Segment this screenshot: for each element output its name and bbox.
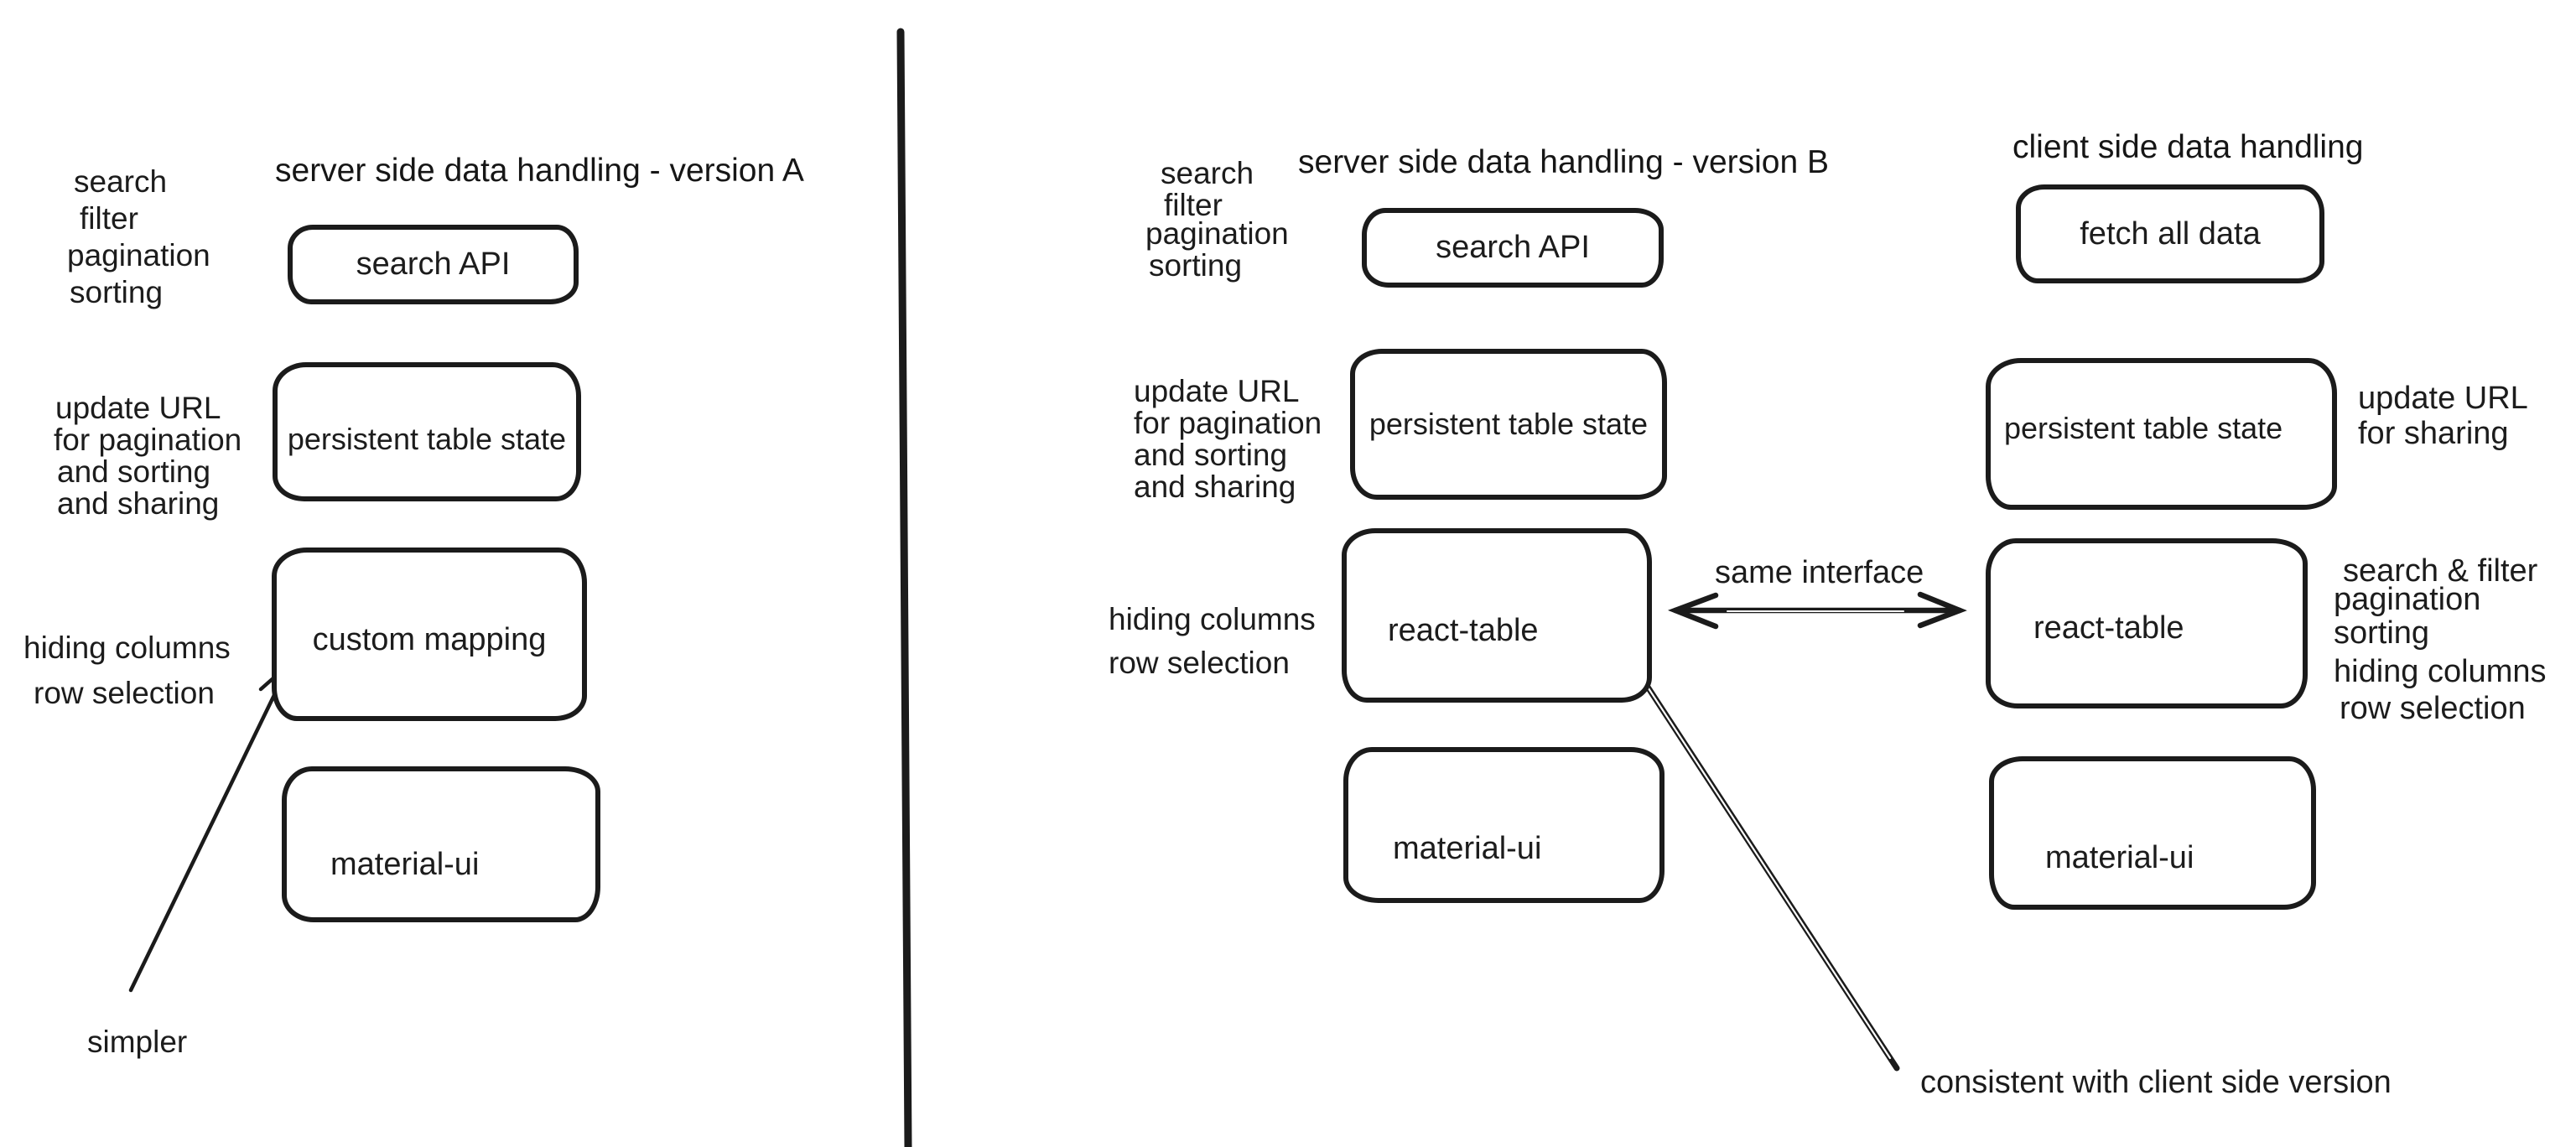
label-update-url-b-4: and sharing xyxy=(1134,470,1296,504)
label-pagination-b: pagination xyxy=(1145,216,1289,251)
label-filter-a: filter xyxy=(80,201,138,236)
box-custom-mapping-label: custom mapping xyxy=(312,622,547,657)
label-sorting-client: sorting xyxy=(2334,615,2430,651)
box-search-api-b-label: search API xyxy=(1436,230,1590,265)
box-fetch-all-data: fetch all data xyxy=(2016,184,2324,283)
box-fetch-all-data-label: fetch all data xyxy=(2080,215,2261,252)
title-client-side: client side data handling xyxy=(2012,129,2364,165)
annotation-consistent: consistent with client side version xyxy=(1920,1065,2392,1100)
label-update-url-b-3: and sorting xyxy=(1134,438,1288,472)
box-persistent-state-a-label: persistent table state xyxy=(287,422,567,456)
divider-line xyxy=(896,28,912,1147)
label-update-url-client-1: update URL xyxy=(2358,381,2528,416)
box-search-api-b: search API xyxy=(1362,208,1664,288)
label-pagination-client: pagination xyxy=(2334,582,2481,617)
title-version-a: server side data handling - version A xyxy=(275,153,804,189)
label-update-url-a-3: and sorting xyxy=(57,454,211,489)
annotation-same-interface: same interface xyxy=(1715,555,1924,590)
box-material-ui-client-label: material-ui xyxy=(2045,840,2194,875)
label-sorting-b: sorting xyxy=(1149,248,1243,283)
label-update-url-a-2: for pagination xyxy=(54,423,242,457)
box-react-table-b-label: react-table xyxy=(1388,612,1539,648)
box-persistent-state-a: persistent table state xyxy=(273,362,581,501)
box-custom-mapping: custom mapping xyxy=(272,548,587,721)
label-row-selection-b: row selection xyxy=(1109,646,1290,680)
label-update-url-client-2: for sharing xyxy=(2358,416,2509,451)
box-material-ui-a: material-ui xyxy=(282,766,600,922)
annotation-simpler: simpler xyxy=(87,1025,188,1059)
label-row-selection-client: row selection xyxy=(2340,691,2526,726)
box-material-ui-client: material-ui xyxy=(1989,756,2316,910)
label-search-a: search xyxy=(74,164,168,199)
label-search-b: search xyxy=(1161,156,1254,190)
box-search-api-a: search API xyxy=(288,225,579,304)
label-search-filter-client: search & filter xyxy=(2343,553,2538,589)
label-hiding-columns-b: hiding columns xyxy=(1109,602,1316,636)
same-interface-arrow xyxy=(1667,591,1967,630)
box-persistent-state-client: persistent table state xyxy=(1986,358,2337,510)
label-row-selection-a: row selection xyxy=(34,676,215,710)
label-update-url-a-4: and sharing xyxy=(57,486,220,521)
label-filter-b: filter xyxy=(1164,188,1223,222)
box-material-ui-a-label: material-ui xyxy=(330,846,480,882)
box-material-ui-b: material-ui xyxy=(1343,747,1665,903)
label-update-url-b-1: update URL xyxy=(1134,374,1300,408)
label-sorting-a: sorting xyxy=(70,275,164,309)
box-react-table-client: react-table xyxy=(1986,538,2308,708)
label-pagination-a: pagination xyxy=(67,238,210,272)
box-persistent-state-b: persistent table state xyxy=(1350,349,1667,500)
box-material-ui-b-label: material-ui xyxy=(1393,830,1542,866)
label-update-url-a-1: update URL xyxy=(55,391,221,425)
box-search-api-a-label: search API xyxy=(356,247,511,282)
label-hiding-columns-a: hiding columns xyxy=(23,631,231,665)
box-persistent-state-b-label: persistent table state xyxy=(1368,407,1649,441)
simpler-arrow xyxy=(128,659,292,993)
box-react-table-b: react-table xyxy=(1342,528,1652,703)
title-version-b: server side data handling - version B xyxy=(1298,144,1830,180)
label-hiding-columns-client: hiding columns xyxy=(2334,654,2547,689)
box-react-table-client-label: react-table xyxy=(2033,610,2184,646)
label-update-url-b-2: for pagination xyxy=(1134,406,1322,440)
box-persistent-state-client-label: persistent table state xyxy=(2004,410,2283,445)
